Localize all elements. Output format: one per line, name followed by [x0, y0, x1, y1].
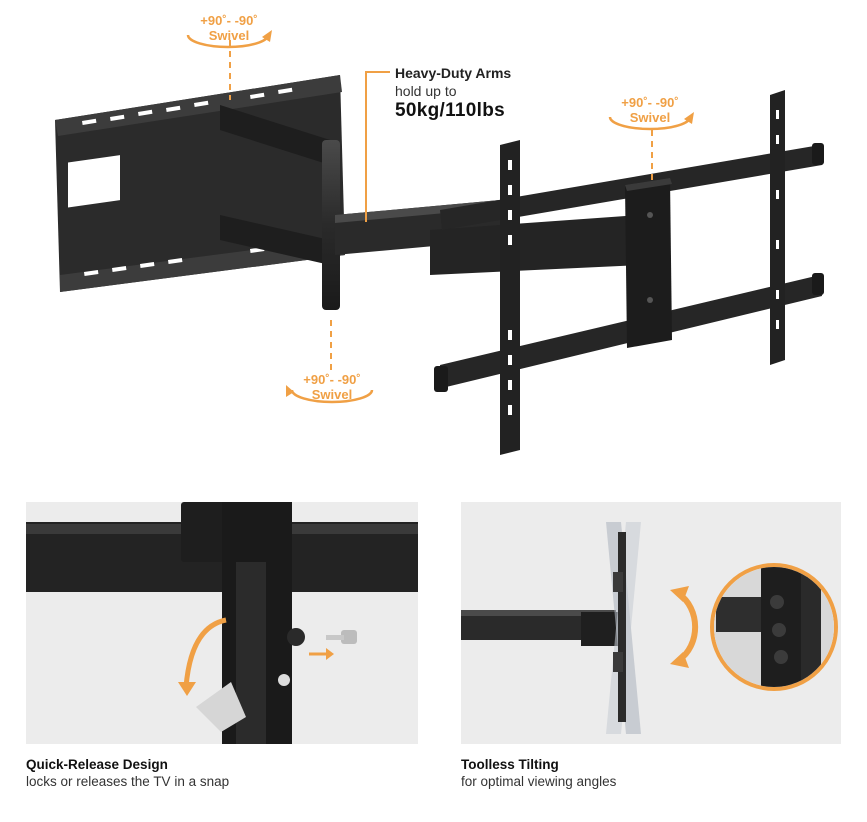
quick-release-panel	[26, 502, 418, 744]
feature-description: for optimal viewing angles	[461, 774, 617, 789]
tv-brackets	[500, 90, 785, 455]
tilting-illustration	[461, 522, 838, 734]
feature-quick-release: Quick-Release Design locks or releases t…	[26, 756, 229, 790]
swivel-degrees: +90˚- -90˚	[303, 372, 361, 387]
tv-mount-illustration	[55, 30, 824, 455]
center-plate	[625, 178, 672, 348]
feature-description: locks or releases the TV in a snap	[26, 774, 230, 789]
swivel-degrees: +90˚- -90˚	[621, 95, 679, 110]
swivel-word: Swivel	[629, 110, 671, 125]
callout-title: Heavy-Duty Arms	[395, 65, 512, 81]
swivel-arrow-icon	[186, 34, 692, 404]
wall-plate	[55, 75, 345, 292]
swivel-word: Swivel	[208, 28, 250, 43]
callout-subtitle: hold up to	[395, 83, 457, 99]
swivel-label-top-right: +90˚- -90˚ Swivel	[600, 95, 700, 125]
heavy-duty-callout: Heavy-Duty Arms hold up to 50kg/110lbs	[395, 64, 511, 120]
callout-capacity: 50kg/110lbs	[395, 100, 505, 121]
quick-release-illustration	[26, 502, 418, 744]
toolless-tilting-panel	[461, 502, 841, 744]
feature-title: Toolless Tilting	[461, 757, 559, 772]
swivel-label-bottom: +90˚- -90˚ Swivel	[282, 372, 382, 402]
product-image	[55, 30, 824, 455]
swivel-degrees: +90˚- -90˚	[200, 13, 258, 28]
swivel-label-top-left: +90˚- -90˚ Swivel	[179, 13, 279, 43]
feature-title: Quick-Release Design	[26, 757, 168, 772]
swivel-word: Swivel	[311, 387, 353, 402]
feature-toolless-tilting: Toolless Tilting for optimal viewing ang…	[461, 756, 616, 790]
